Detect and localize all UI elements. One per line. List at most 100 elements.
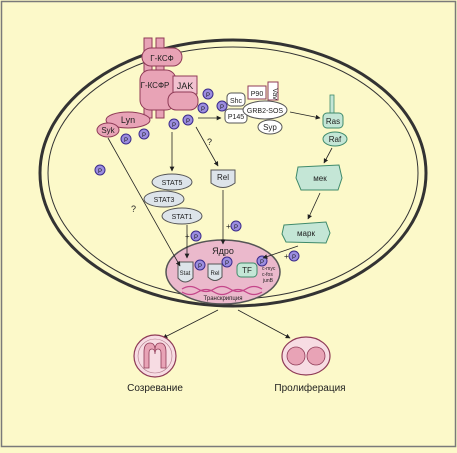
p145-label: P145 (228, 114, 244, 121)
arrow-to-ras (289, 111, 321, 120)
tf-box (236, 262, 258, 278)
mapk-label: марк (297, 229, 315, 238)
vav-box (267, 81, 279, 101)
arrow-mek-mapk (307, 192, 321, 220)
phospho-circle (197, 102, 209, 114)
stat1-label: STAT1 (172, 214, 193, 221)
phospho-circle (94, 164, 106, 176)
phospho-circle (120, 133, 132, 145)
syp-label: Syp (263, 123, 277, 132)
dna-strand (181, 288, 263, 296)
stat5-label: STAT5 (162, 180, 183, 187)
dividing-cell (281, 336, 331, 376)
stat-in-nucleus (177, 261, 194, 283)
phospho-label: P (201, 107, 205, 113)
phospho-label: P (124, 138, 128, 144)
phospho-label: P (206, 93, 210, 99)
rel-shape (210, 169, 236, 188)
question-mark-syk: ? (131, 204, 136, 214)
phospho-circle (216, 100, 228, 112)
shc-box (226, 92, 246, 107)
phospho-circle (168, 118, 180, 130)
gcsf-ligand (141, 47, 183, 67)
cell-membrane-outer (38, 38, 428, 308)
raf-ellipse (322, 131, 348, 147)
gcsf-label: Г-КСФ (150, 54, 173, 63)
daughter-nucleus-left (286, 346, 306, 366)
segmented-nucleus (143, 342, 167, 369)
mek-label: мек (313, 174, 327, 183)
nucleus-label: Ядро (212, 246, 234, 256)
syp (257, 119, 283, 135)
c-myc-label: c-myc (262, 266, 276, 272)
p90-label: P90 (251, 91, 264, 98)
ras-label: Ras (326, 117, 340, 126)
vav-label: Vav (271, 88, 278, 100)
p90-box (247, 85, 267, 100)
stat-in-nucleus-label: Stat (180, 271, 191, 277)
p145-box (224, 108, 248, 124)
syk-label: Syk (101, 126, 115, 135)
stat3 (143, 190, 185, 208)
arrow-to-maturation (162, 309, 219, 339)
phospho-label: P (225, 261, 229, 267)
junb-label: junB (262, 278, 274, 284)
phospho-label: P (194, 235, 198, 241)
stat3-label: STAT3 (154, 197, 175, 204)
phospho-circle (182, 114, 194, 126)
dna-strand (181, 285, 263, 293)
grb2-sos (242, 100, 288, 120)
plus-p-mapk: + (284, 252, 289, 261)
arrow-syk-nucleus (107, 137, 181, 267)
arrow-raf-mek (323, 147, 333, 164)
phospho-label: P (234, 225, 238, 231)
mature-cell (133, 334, 177, 378)
proliferation-label: Пролиферация (274, 382, 345, 394)
phospho-label: P (198, 264, 202, 270)
arrow-to-proliferation (237, 309, 291, 339)
phospho-circle (230, 220, 242, 232)
mek-shape (295, 164, 343, 191)
c-fos-label: c-fos (262, 272, 273, 278)
grb2-label: GRB2-SOS (247, 108, 284, 115)
ras-box (322, 112, 344, 129)
lyn-kinase (105, 111, 151, 129)
phospho-label: P (142, 133, 146, 139)
mapk-shape (281, 221, 331, 244)
phospho-circle (190, 230, 202, 242)
question-mark-rel: ? (207, 137, 212, 147)
daughter-nucleus-right (306, 346, 326, 366)
gcsfr-label: Г-КСФР (141, 81, 170, 90)
mature-cell-inner (137, 338, 173, 374)
tf-label: TF (242, 266, 252, 275)
phospho-label: P (98, 169, 102, 175)
phospho-label: P (292, 255, 296, 261)
phospho-label: P (220, 105, 224, 111)
lyn-label: Lyn (121, 115, 135, 125)
jak-label: JAK (177, 81, 194, 91)
raf-label: Raf (329, 135, 342, 144)
maturation-label: Созревание (127, 383, 183, 394)
phospho-circle (138, 128, 150, 140)
stat5 (151, 173, 193, 191)
phospho-label: P (260, 260, 264, 266)
phospho-label: P (186, 119, 190, 125)
phospho-circle (194, 259, 206, 271)
arrow-mapk-tf (262, 245, 299, 259)
rel-in-nucleus-label: Rel (210, 271, 219, 277)
stat1 (161, 207, 203, 225)
transcription-label: Транскрипция (204, 296, 243, 302)
shc-label: Shc (230, 98, 243, 105)
arrow-to-rel (195, 126, 219, 167)
plus-p-stat: + (185, 232, 190, 241)
phospho-circle (202, 88, 214, 100)
plus-p-rel: + (226, 222, 231, 231)
phospho-circle (288, 250, 300, 262)
phospho-label: P (172, 123, 176, 129)
receptor-lower-right (167, 91, 199, 111)
phospho-circle (221, 256, 233, 268)
syk-kinase (96, 122, 120, 138)
